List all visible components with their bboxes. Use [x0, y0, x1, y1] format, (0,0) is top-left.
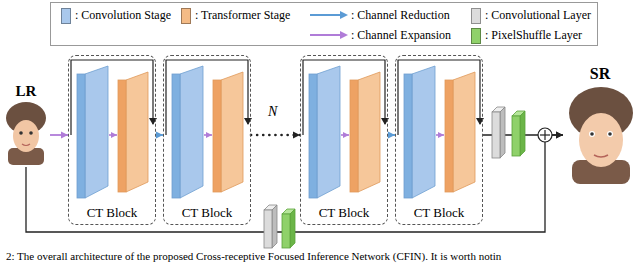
- sr-face: [569, 87, 633, 184]
- convolutional-layer: [264, 205, 277, 248]
- eye: [607, 131, 613, 137]
- ct-block-stages: [303, 60, 385, 198]
- output-image: SR: [563, 62, 637, 184]
- ct-block-stages: [166, 60, 248, 198]
- legend-arrow-line: [310, 34, 341, 36]
- pixelshuffle-layer: [282, 209, 295, 248]
- legend-arrow: [309, 10, 349, 20]
- input-image: LR: [2, 80, 50, 167]
- eye: [29, 131, 33, 135]
- ct-block-stages: [71, 60, 153, 198]
- legend-arrow-head: [340, 31, 348, 39]
- face: [13, 120, 39, 152]
- legend-text: : Channel Expansion: [351, 27, 451, 43]
- pupil: [608, 132, 612, 136]
- eye: [19, 131, 23, 135]
- repeat-count: N: [268, 104, 277, 121]
- ct-block-stages: [398, 60, 480, 198]
- legend-arrow-line: [310, 14, 341, 16]
- connector: [388, 134, 395, 136]
- sum-symbol: [538, 128, 552, 142]
- connector: [50, 134, 68, 136]
- legend-text: : Convolution Stage: [75, 7, 171, 23]
- pixelshuffle-layer: [512, 111, 525, 156]
- face: [579, 113, 623, 167]
- ct-block: CT Block: [163, 55, 251, 225]
- connector: [156, 134, 163, 136]
- lr-face: [6, 102, 46, 165]
- legend-text: : Channel Reduction: [351, 7, 450, 23]
- image-label: SR: [590, 64, 610, 83]
- legend-text: : Convolutional Layer: [485, 7, 591, 23]
- convolutional-layer: [492, 107, 505, 158]
- legend-text: : Transformer Stage: [195, 7, 290, 23]
- ct-block: CT Block: [68, 55, 156, 225]
- pupil: [590, 132, 594, 136]
- image-label: LR: [16, 82, 37, 100]
- block-label: CT Block: [87, 205, 138, 221]
- block-label: CT Block: [182, 205, 233, 221]
- mouth: [22, 144, 30, 146]
- ct-block: CT Block: [300, 55, 388, 225]
- block-label: CT Block: [414, 205, 465, 221]
- eye: [589, 131, 595, 137]
- legend-arrow: [309, 30, 349, 40]
- mouth: [594, 155, 608, 157]
- connector: [251, 134, 300, 137]
- legend-swatch: [61, 8, 71, 24]
- figure-caption: 2: The overall architecture of the propo…: [6, 250, 501, 262]
- legend-swatch: [181, 8, 191, 24]
- legend-text: : PixelShuffle Layer: [485, 27, 582, 43]
- block-label: CT Block: [319, 205, 370, 221]
- legend-box: : Convolution Stage : Transformer Stage : …: [50, 2, 598, 46]
- legend-arrow-head: [340, 11, 348, 19]
- legend-swatch: [471, 28, 481, 44]
- ct-block: CT Block: [395, 55, 483, 225]
- legend-swatch: [471, 8, 481, 24]
